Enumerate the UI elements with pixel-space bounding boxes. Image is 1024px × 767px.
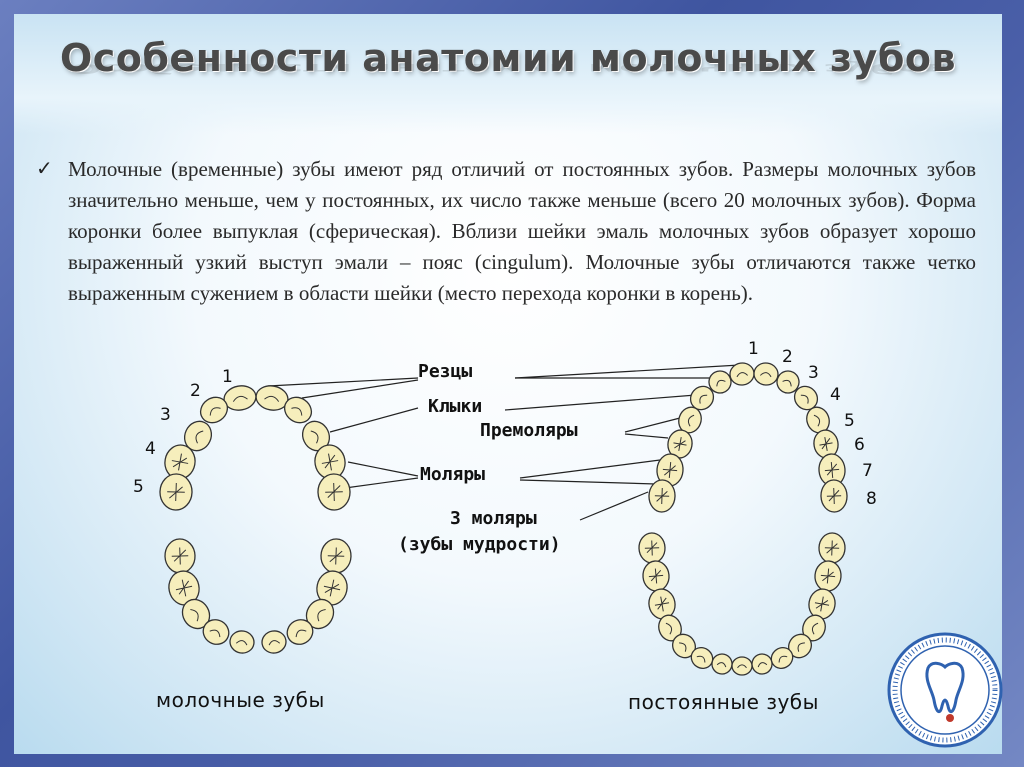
- title-band: [14, 14, 1002, 134]
- deciduous-number: 4: [145, 439, 156, 459]
- deciduous-number-labels: 1 2 3 4 5: [133, 367, 233, 497]
- tooth: [711, 653, 733, 675]
- molar-tooth: [164, 538, 196, 574]
- permanent-number: 6: [854, 435, 865, 455]
- deciduous-number: 2: [190, 381, 201, 401]
- tooth: [731, 656, 753, 676]
- permanent-number-labels: 1 2 3 4 5 6 7 8: [748, 339, 877, 509]
- tooth: [199, 396, 229, 424]
- tooth: [753, 362, 779, 386]
- tooth: [776, 370, 800, 394]
- permanent-arch: [638, 362, 848, 676]
- tooth: [229, 630, 255, 654]
- deciduous-number: 5: [133, 477, 144, 497]
- tooth: [751, 653, 773, 675]
- permanent-number: 3: [808, 363, 819, 383]
- slide-canvas: Особенности анатомии молочных зубов Особ…: [14, 14, 1002, 754]
- permanent-number: 4: [830, 385, 841, 405]
- molar-tooth: [656, 453, 684, 487]
- label-molars: Моляры: [420, 464, 485, 485]
- tooth: [202, 619, 230, 645]
- label-premolars: Премоляры: [480, 420, 578, 441]
- deciduous-caption: молочные зубы: [156, 688, 325, 712]
- label-third-molars: 3 моляры: [450, 508, 537, 529]
- bullet-text: Молочные (временные) зубы имеют ряд отли…: [68, 157, 976, 305]
- leader-lines: [267, 364, 741, 521]
- molar-tooth: [814, 560, 842, 592]
- molar-tooth: [642, 560, 670, 592]
- molar-tooth: [648, 479, 676, 513]
- slide-title: Особенности анатомии молочных зубов: [59, 36, 957, 80]
- molar-tooth: [667, 429, 693, 459]
- deciduous-number: 1: [222, 367, 233, 387]
- tooth: [708, 370, 732, 394]
- checkmark-icon: ✓: [36, 156, 53, 180]
- tooth: [690, 647, 714, 669]
- permanent-number: 8: [866, 489, 877, 509]
- bullet-item: ✓ Молочные (временные) зубы имеют ряд от…: [36, 154, 976, 309]
- permanent-number: 5: [844, 411, 855, 431]
- molar-tooth: [159, 473, 193, 511]
- molar-tooth: [317, 473, 351, 511]
- molar-tooth: [818, 532, 846, 564]
- tooth: [770, 647, 794, 669]
- university-seal-icon: [887, 632, 1003, 748]
- tooth: [678, 406, 702, 434]
- label-wisdom-teeth: (зубы мудрости): [398, 534, 561, 555]
- label-incisors: Резцы: [418, 361, 472, 382]
- molar-tooth: [638, 532, 666, 564]
- label-canines: Клыки: [428, 396, 482, 417]
- permanent-number: 7: [862, 461, 873, 481]
- molar-tooth: [320, 538, 352, 574]
- tooth: [261, 630, 287, 654]
- tooth: [793, 385, 819, 411]
- permanent-number: 2: [782, 347, 793, 367]
- permanent-number: 1: [748, 339, 759, 359]
- molar-tooth: [164, 444, 196, 480]
- deciduous-number: 3: [160, 405, 171, 425]
- tooth: [286, 619, 314, 645]
- permanent-caption: постоянные зубы: [628, 690, 819, 714]
- tooth: [283, 396, 313, 424]
- molar-tooth: [820, 479, 848, 513]
- tooth: [305, 598, 335, 630]
- tooth: [183, 420, 213, 452]
- deciduous-arch: [159, 385, 352, 654]
